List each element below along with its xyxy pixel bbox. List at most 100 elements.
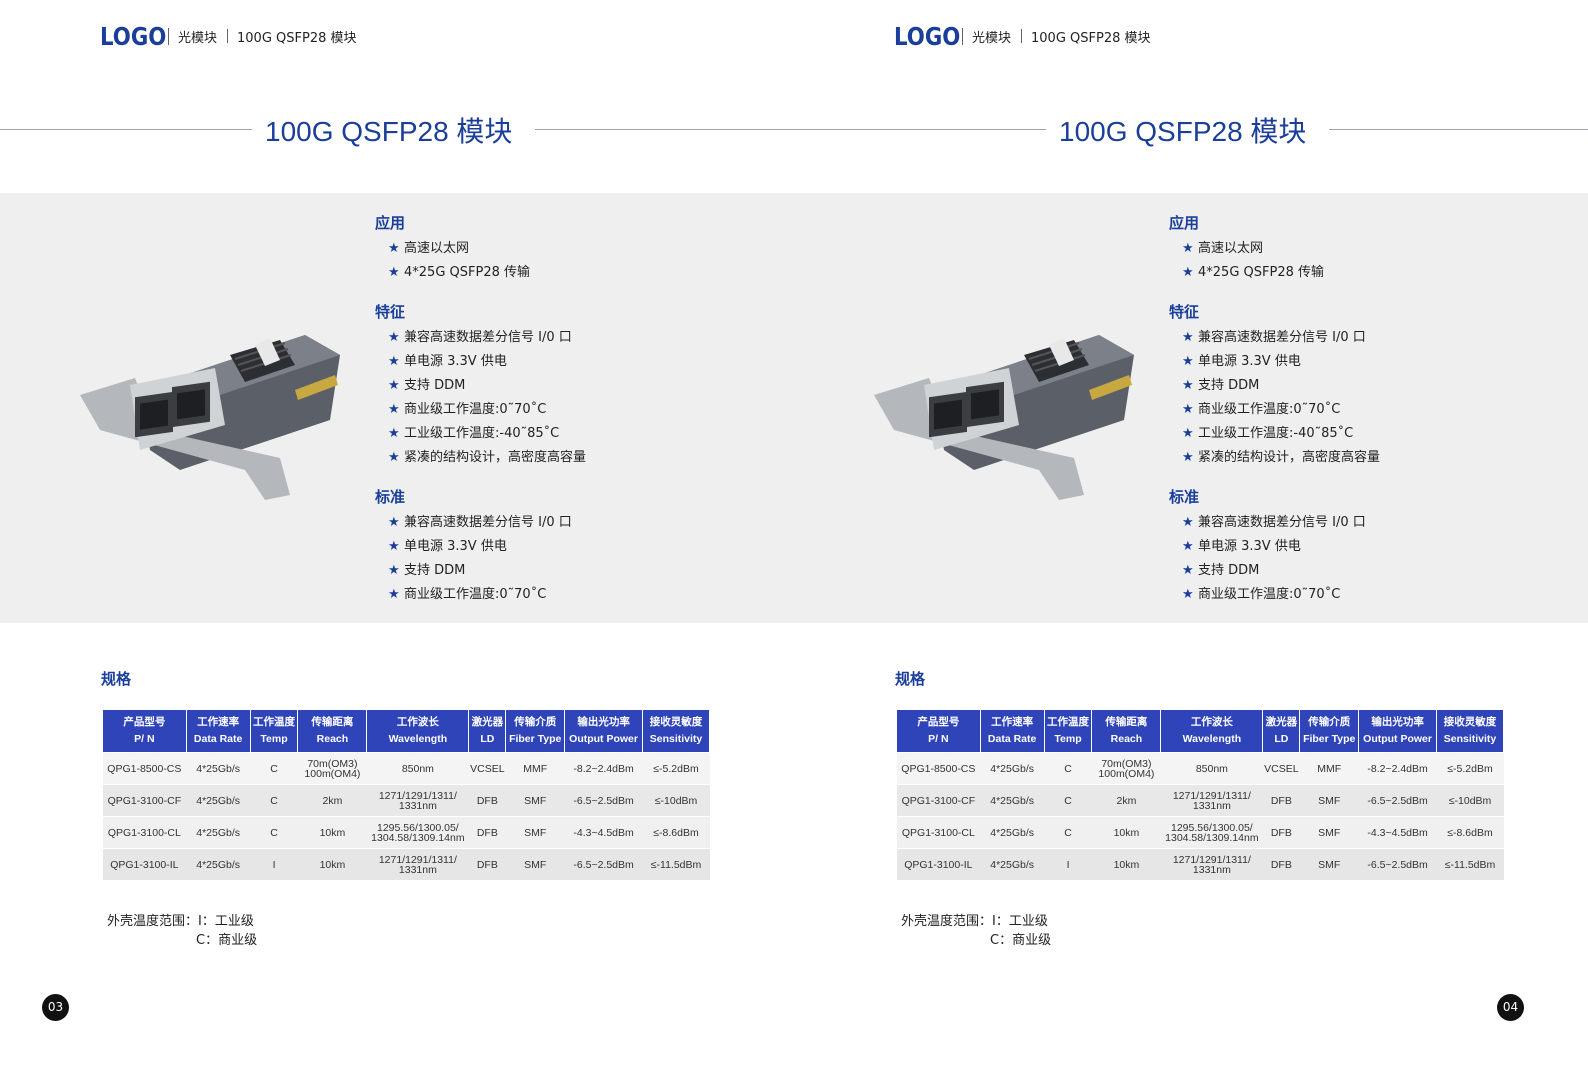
table-cell: DFB — [1262, 816, 1300, 849]
star-icon: ★ — [1182, 515, 1194, 530]
table-cell: 850nm — [366, 752, 469, 785]
page-number: 03 — [42, 994, 69, 1021]
table-cell: -6.5~2.5dBm — [564, 848, 643, 881]
table-cell: ≤-8.6dBm — [642, 816, 710, 849]
star-icon: ★ — [388, 241, 400, 256]
table-cell: 2km — [297, 784, 367, 817]
list-item: ★工业级工作温度:-40˜85˚C — [1169, 422, 1569, 446]
table-cell: ≤-11.5dBm — [1436, 848, 1504, 881]
header-divider — [168, 27, 169, 45]
section-title-standards: 标准 — [375, 488, 406, 506]
page-left: LOGO 光模块 100G QSFP28 模块 100G QSFP28 模块 应… — [0, 22, 794, 1021]
table-cell: DFB — [468, 784, 506, 817]
page-number: 04 — [1497, 994, 1524, 1021]
star-icon: ★ — [1182, 426, 1194, 441]
table-cell: QPG1-3100-CL — [102, 816, 187, 849]
star-icon: ★ — [388, 539, 400, 554]
feature-list: 应用 ★高速以太网 ★4*25G QSFP28 传输 特征 ★兼容高速数据差分信… — [1169, 213, 1569, 607]
star-icon: ★ — [388, 426, 400, 441]
section-title-features: 特征 — [1169, 303, 1200, 321]
page-right: LOGO 光模块 100G QSFP28 模块 100G QSFP28 模块 应… — [794, 0, 1588, 1077]
list-item: ★单电源 3.3V 供电 — [375, 350, 775, 374]
table-cell: 1271/1291/1311/1331nm — [1160, 784, 1263, 817]
table-cell: SMF — [505, 816, 565, 849]
list-item: ★支持 DDM — [375, 374, 775, 398]
list-item: ★商业级工作温度:0˜70˚C — [375, 398, 775, 422]
table-cell: 4*25Gb/s — [186, 784, 251, 817]
table-cell: SMF — [505, 784, 565, 817]
star-icon: ★ — [1182, 265, 1194, 280]
table-cell: -8.2~2.4dBm — [564, 752, 643, 785]
section-title-application: 应用 — [375, 214, 406, 232]
breadcrumb-category[interactable]: 光模块 — [972, 30, 1012, 46]
table-cell: QPG1-3100-IL — [896, 848, 981, 881]
table-cell: ≤-11.5dBm — [642, 848, 710, 881]
spec-title: 规格 — [101, 670, 132, 688]
temperature-note: 外壳温度范围：I：工业级 C：商业级 — [901, 914, 1052, 948]
star-icon: ★ — [388, 265, 400, 280]
table-cell: MMF — [1299, 752, 1359, 785]
list-item: ★商业级工作温度:0˜70˚C — [375, 583, 775, 607]
table-cell: SMF — [1299, 816, 1359, 849]
list-item: ★单电源 3.3V 供电 — [375, 535, 775, 559]
table-cell: 1271/1291/1311/1331nm — [366, 848, 469, 881]
star-icon: ★ — [388, 587, 400, 602]
table-cell: 4*25Gb/s — [980, 848, 1045, 881]
table-cell: QPG1-3100-CF — [102, 784, 187, 817]
list-item: ★高速以太网 — [1169, 237, 1569, 261]
list-item: ★商业级工作温度:0˜70˚C — [1169, 583, 1569, 607]
table-cell: 70m(OM3)100m(OM4) — [297, 752, 367, 785]
title-rule-right — [535, 129, 794, 130]
table-cell: 10km — [1091, 816, 1161, 849]
star-icon: ★ — [388, 354, 400, 369]
breadcrumb-product[interactable]: 100G QSFP28 模块 — [237, 30, 357, 46]
list-item: ★兼容高速数据差分信号 I/0 口 — [1169, 511, 1569, 535]
table-cell: QPG1-8500-CS — [102, 752, 187, 785]
list-item: ★紧凑的结构设计，高密度高容量 — [375, 446, 775, 470]
list-item: ★兼容高速数据差分信号 I/0 口 — [1169, 326, 1569, 350]
header-divider — [962, 27, 963, 45]
table-cell: I — [250, 848, 298, 881]
table-cell: SMF — [1299, 784, 1359, 817]
table-cell: -8.2~2.4dBm — [1358, 752, 1437, 785]
table-cell: 10km — [297, 816, 367, 849]
star-icon: ★ — [1182, 378, 1194, 393]
table-cell: 1271/1291/1311/1331nm — [366, 784, 469, 817]
page-title: 100G QSFP28 模块 — [265, 116, 513, 147]
header-divider — [1021, 29, 1023, 43]
title-rule-left — [0, 129, 252, 130]
list-item: ★支持 DDM — [1169, 374, 1569, 398]
table-cell: 10km — [297, 848, 367, 881]
table-cell: DFB — [1262, 848, 1300, 881]
table-cell: -4.3~4.5dBm — [1358, 816, 1437, 849]
list-item: ★单电源 3.3V 供电 — [1169, 535, 1569, 559]
table-cell: 1295.56/1300.05/1304.58/1309.14nm — [366, 816, 469, 849]
star-icon: ★ — [388, 378, 400, 393]
table-cell: DFB — [468, 848, 506, 881]
table-cell: ≤-10dBm — [1436, 784, 1504, 817]
table-cell: 4*25Gb/s — [186, 816, 251, 849]
table-cell: QPG1-3100-IL — [102, 848, 187, 881]
table-cell: VCSEL — [1262, 752, 1300, 785]
table-cell: 10km — [1091, 848, 1161, 881]
list-item: ★4*25G QSFP28 传输 — [375, 261, 775, 285]
table-cell: C — [250, 752, 298, 785]
breadcrumb-category[interactable]: 光模块 — [178, 30, 218, 46]
list-item: ★商业级工作温度:0˜70˚C — [1169, 398, 1569, 422]
table-cell: -6.5~2.5dBm — [1358, 784, 1437, 817]
breadcrumb-product[interactable]: 100G QSFP28 模块 — [1031, 30, 1151, 46]
table-cell: 4*25Gb/s — [980, 816, 1045, 849]
section-title-standards: 标准 — [1169, 488, 1200, 506]
star-icon: ★ — [1182, 587, 1194, 602]
